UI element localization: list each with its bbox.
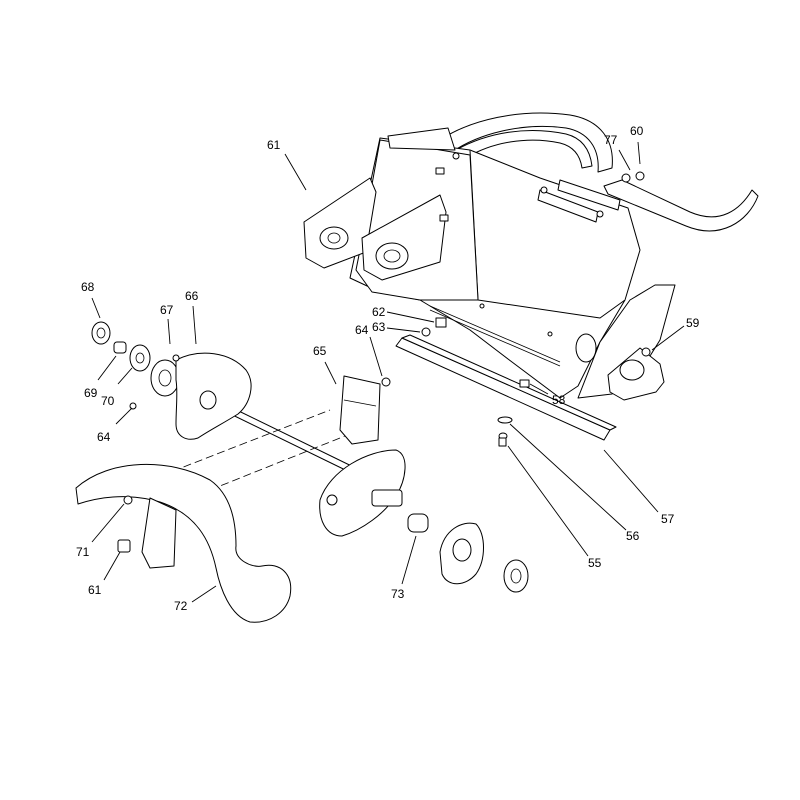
callout-64-center: 64 bbox=[355, 323, 369, 337]
callout-65: 65 bbox=[313, 344, 327, 358]
callout-61-top: 61 bbox=[267, 138, 281, 152]
callout-66: 66 bbox=[185, 289, 199, 303]
scraper-bar bbox=[395, 334, 617, 441]
bracket-65 bbox=[339, 375, 391, 445]
leader-lines bbox=[91, 141, 685, 603]
bolt-59 bbox=[641, 347, 651, 357]
callout-56: 56 bbox=[626, 529, 640, 543]
auger-blade-72 bbox=[75, 463, 292, 623]
callout-labels: 61 77 60 68 67 66 69 70 64 65 64 62 63 5… bbox=[76, 124, 700, 613]
auger-housing bbox=[303, 112, 676, 401]
callout-61-bottom: 61 bbox=[88, 583, 102, 597]
callout-57: 57 bbox=[661, 512, 675, 526]
handle-rod bbox=[603, 171, 759, 232]
right-impeller bbox=[319, 449, 406, 537]
callout-71: 71 bbox=[76, 545, 90, 559]
bearing-group-73 bbox=[407, 513, 529, 593]
callout-62: 62 bbox=[372, 305, 386, 319]
callout-68: 68 bbox=[81, 280, 95, 294]
callout-70: 70 bbox=[101, 394, 115, 408]
callout-60: 60 bbox=[630, 124, 644, 138]
callout-59: 59 bbox=[686, 316, 700, 330]
callout-63: 63 bbox=[372, 320, 386, 334]
callout-58: 58 bbox=[552, 393, 566, 407]
callout-64-left: 64 bbox=[97, 430, 111, 444]
callout-72: 72 bbox=[174, 599, 188, 613]
lower-crossbar bbox=[421, 305, 561, 388]
callout-77: 77 bbox=[604, 133, 618, 147]
callout-55: 55 bbox=[588, 556, 602, 570]
callout-73: 73 bbox=[391, 587, 405, 601]
callout-67: 67 bbox=[160, 303, 174, 317]
scraper-hardware bbox=[497, 416, 513, 447]
left-bearing-group bbox=[91, 321, 252, 440]
callout-69: 69 bbox=[84, 386, 98, 400]
